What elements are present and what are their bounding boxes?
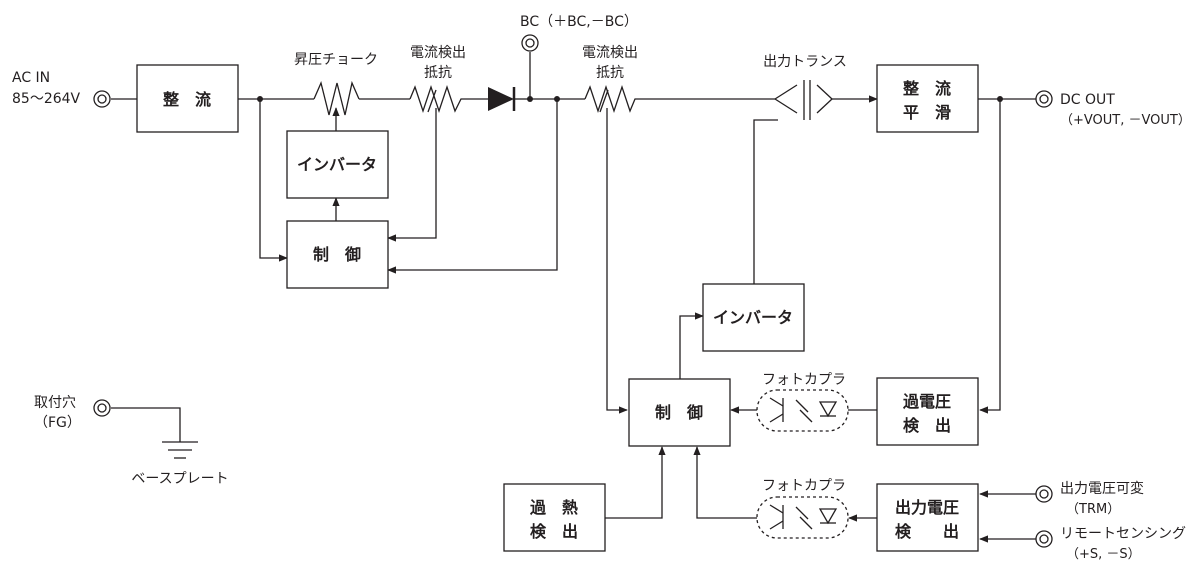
output-voltage-detect-label-1: 出力電圧 <box>895 498 959 517</box>
rectifier-smoothing-label-1: 整 流 <box>902 79 951 98</box>
remote-sensing-label-2: （+S, －S） <box>1066 547 1141 562</box>
trm-label-2: （TRM） <box>1066 502 1120 517</box>
overvoltage-detect-label-2: 検 出 <box>903 416 951 435</box>
control-2-label: 制 御 <box>655 403 703 422</box>
remote-sensing-label-1: リモートセンシング <box>1060 526 1186 542</box>
photocoupler-1-label: フォトカプラ <box>762 372 846 388</box>
base-plate-label: ベースプレート <box>131 471 228 487</box>
current-sense-resistor-1-icon <box>409 84 466 114</box>
rectifier-smoothing-label-2: 平 滑 <box>903 103 951 122</box>
remote-sensing-terminal-icon <box>1035 530 1053 548</box>
inverter-2-block: インバータ <box>702 283 805 352</box>
current-sense-2-label-1: 電流検出 <box>582 45 638 61</box>
rectifier-label: 整 流 <box>162 90 211 109</box>
control-1-label: 制 御 <box>313 245 361 264</box>
current-sense-1-label-2: 抵抗 <box>424 65 452 81</box>
overvoltage-detect-block: 過電圧 検 出 <box>876 377 979 446</box>
output-transformer-label: 出力トランス <box>763 54 847 70</box>
overheat-detect-label-2: 検 出 <box>530 522 578 541</box>
boost-choke-label: 昇圧チョーク <box>294 52 378 68</box>
control-1-block: 制 御 <box>286 220 389 289</box>
fg-label-1: 取付穴 <box>34 395 76 411</box>
bc-label: BC（＋BC,－BC） <box>520 14 638 30</box>
ac-in-label: AC IN <box>12 70 50 86</box>
rectifier-smoothing-block: 整 流 平 滑 <box>876 64 979 133</box>
overvoltage-detect-label-1: 過電圧 <box>902 392 951 411</box>
current-sense-resistor-2-icon <box>584 84 638 114</box>
control-2-block: 制 御 <box>628 378 731 447</box>
rectifier-block: 整 流 <box>136 64 239 133</box>
current-sense-2-label-2: 抵抗 <box>596 65 624 81</box>
inverter-1-label: インバータ <box>297 155 377 174</box>
dc-out-label: DC OUT <box>1060 92 1115 108</box>
dc-out-terminal-icon <box>1035 90 1053 108</box>
trm-terminal-icon <box>1035 485 1053 503</box>
dc-out-pins-label: （+VOUT, －VOUT） <box>1060 113 1191 128</box>
output-voltage-detect-block: 出力電圧 検 出 <box>876 483 979 552</box>
overheat-detect-label-1: 過 熱 <box>529 498 578 517</box>
inverter-2-label: インバータ <box>713 308 793 327</box>
wires <box>111 52 1036 543</box>
photocoupler-1-icon <box>756 389 849 432</box>
junctions <box>257 96 1003 102</box>
fg-label-2: （FG） <box>34 415 81 431</box>
photocoupler-2-icon <box>756 496 849 539</box>
overheat-detect-block: 過 熱 検 出 <box>503 483 606 552</box>
diode-icon <box>488 87 530 111</box>
trm-label-1: 出力電圧可変 <box>1060 480 1144 497</box>
output-voltage-detect-label-2: 検 出 <box>895 522 959 541</box>
inverter-1-block: インバータ <box>286 130 389 199</box>
output-transformer-icon <box>774 80 833 120</box>
fg-terminal-icon <box>93 399 111 417</box>
boost-choke-icon <box>313 80 360 116</box>
ac-in-range-label: 85～264V <box>12 91 81 107</box>
current-sense-1-label-1: 電流検出 <box>410 45 466 61</box>
bc-terminal-icon <box>521 34 539 52</box>
ac-in-terminal-icon <box>93 90 111 108</box>
photocoupler-2-label: フォトカプラ <box>762 478 846 494</box>
